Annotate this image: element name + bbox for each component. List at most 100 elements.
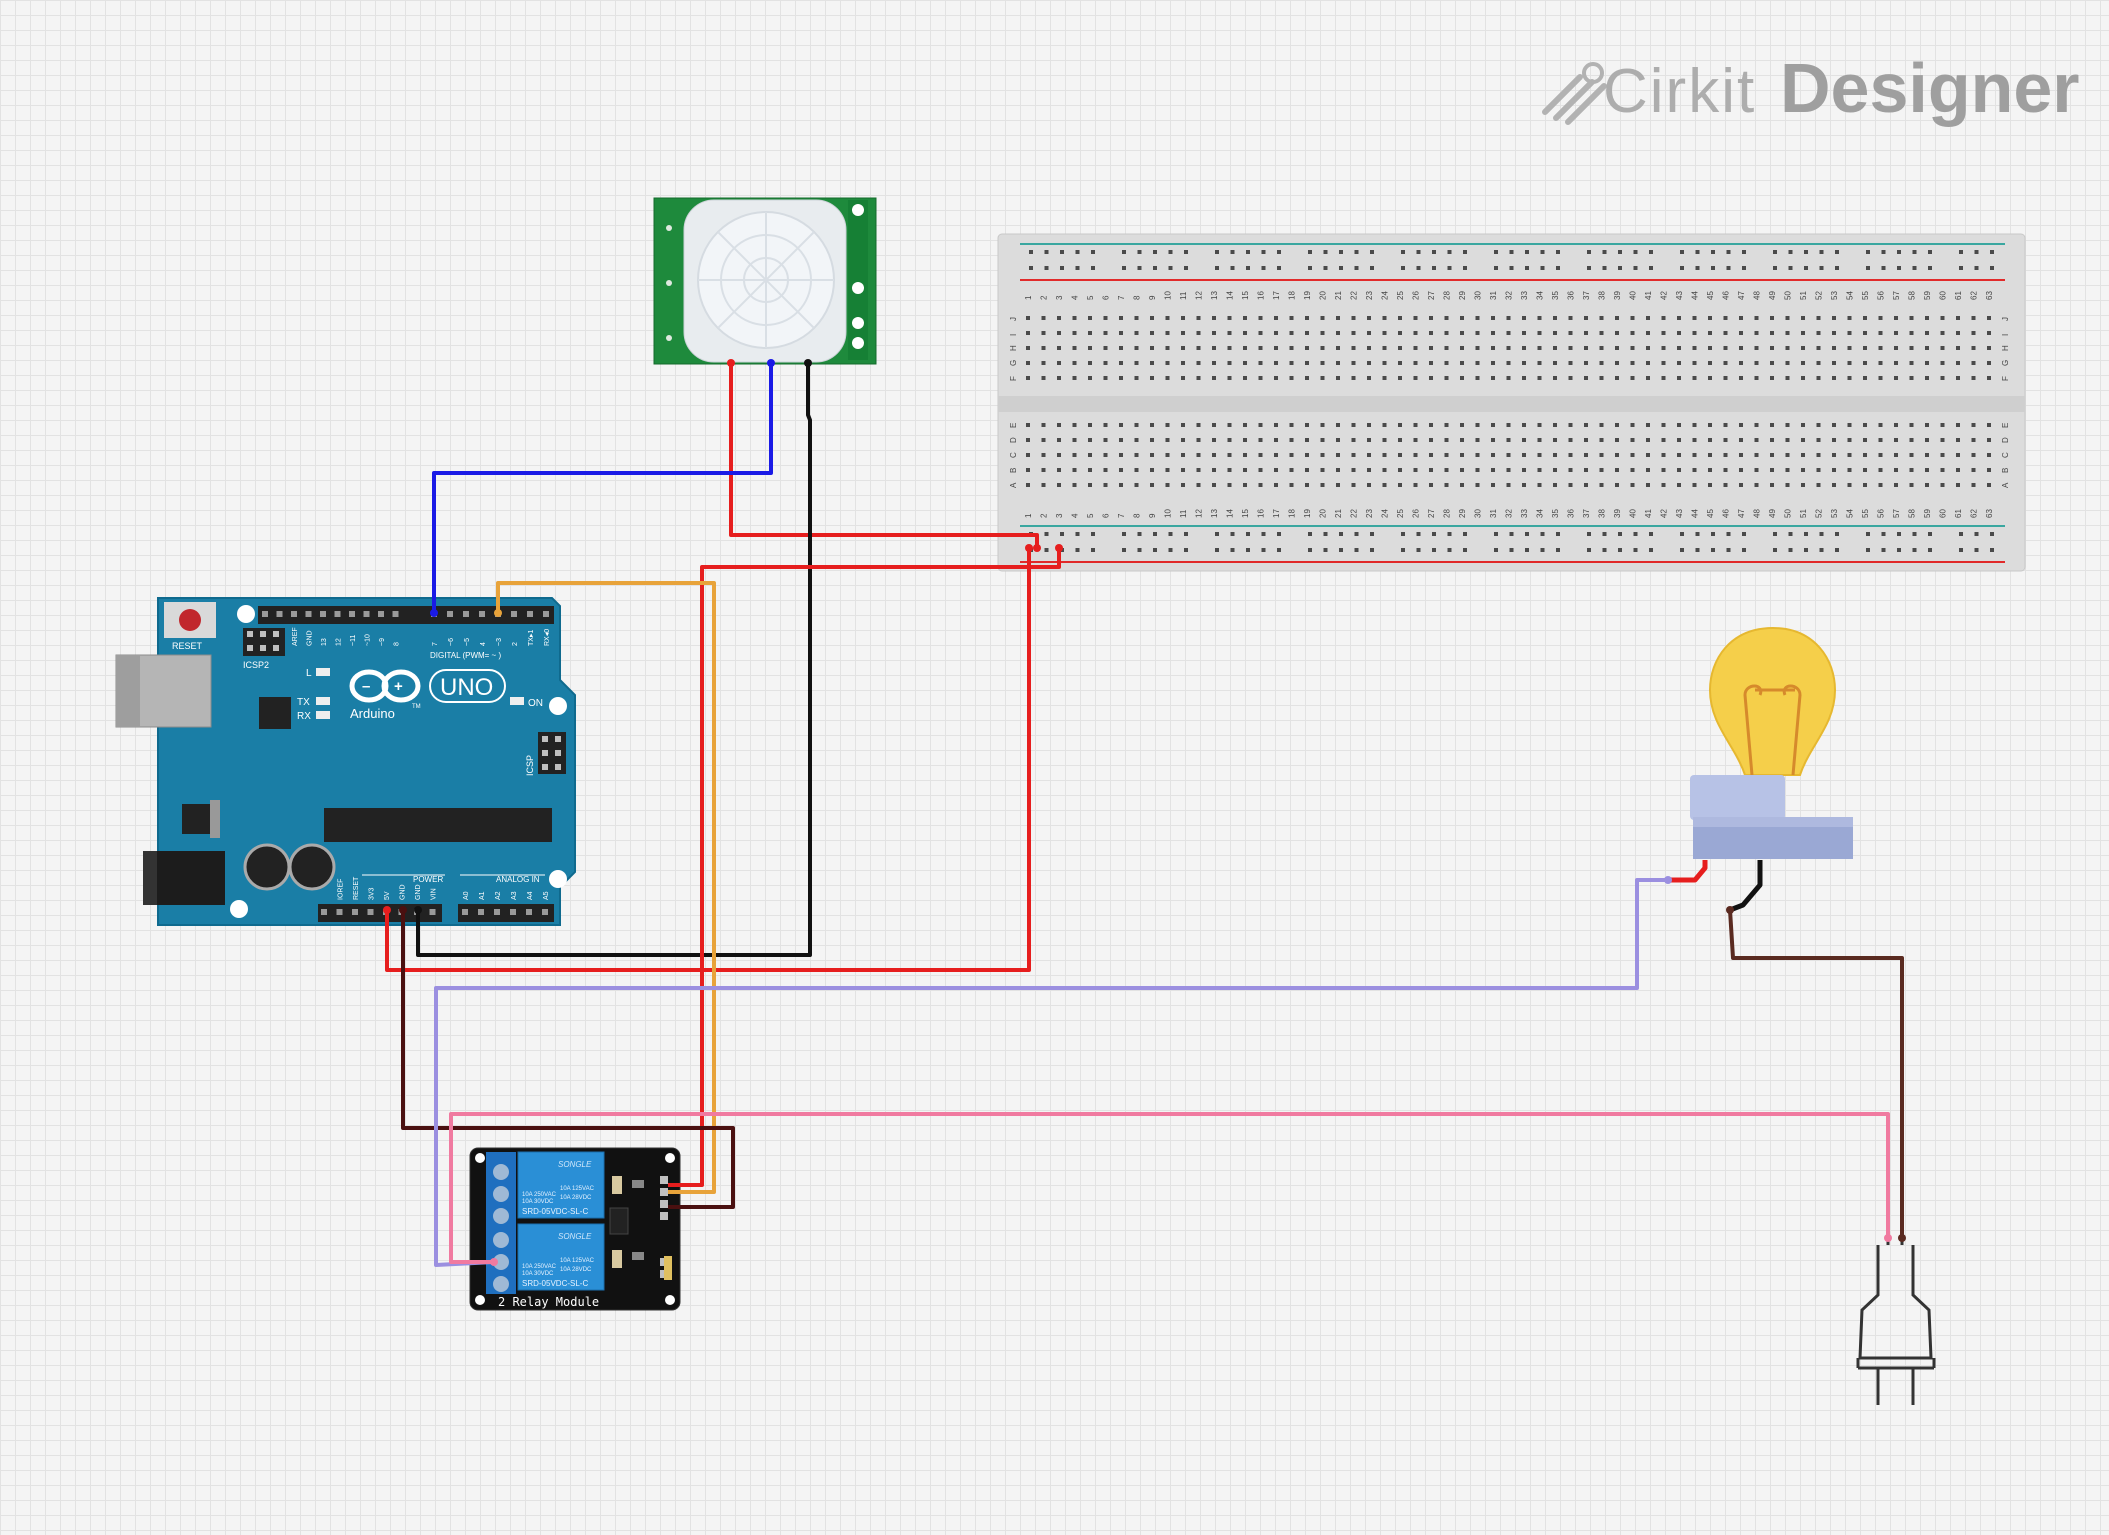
breadboard-hole[interactable] — [1754, 316, 1759, 320]
rail-hole[interactable] — [1959, 532, 1963, 536]
breadboard-hole[interactable] — [1847, 423, 1852, 427]
breadboard-hole[interactable] — [1429, 453, 1433, 457]
breadboard-hole[interactable] — [1196, 438, 1201, 442]
breadboard-hole[interactable] — [1243, 483, 1247, 487]
wire-relay-bulb[interactable] — [434, 878, 1668, 1267]
breadboard-hole[interactable] — [1646, 361, 1650, 365]
breadboard-hole[interactable] — [1165, 453, 1170, 457]
breadboard-hole[interactable] — [1692, 438, 1697, 442]
breadboard-hole[interactable] — [1506, 468, 1511, 472]
breadboard-hole[interactable] — [1320, 331, 1325, 335]
rail-hole[interactable] — [1091, 266, 1095, 270]
rail-hole[interactable] — [1556, 266, 1560, 270]
breadboard-hole[interactable] — [1878, 453, 1883, 457]
rail-hole[interactable] — [1370, 532, 1374, 536]
breadboard-hole[interactable] — [1568, 468, 1573, 472]
relay-module[interactable]: SONGLE 10A 250VAC 10A 125VAC 10A 30VDC 1… — [469, 1147, 681, 1311]
breadboard-hole[interactable] — [1320, 361, 1325, 365]
breadboard-hole[interactable] — [1584, 483, 1588, 487]
breadboard-hole[interactable] — [1816, 453, 1821, 457]
breadboard-hole[interactable] — [1320, 423, 1325, 427]
breadboard-hole[interactable] — [1801, 376, 1805, 380]
breadboard-hole[interactable] — [1568, 423, 1573, 427]
rail-hole[interactable] — [1153, 532, 1157, 536]
breadboard-hole[interactable] — [1785, 346, 1790, 350]
rail-hole[interactable] — [1773, 266, 1777, 270]
breadboard-hole[interactable] — [1661, 438, 1666, 442]
breadboard-hole[interactable] — [1041, 468, 1046, 472]
breadboard-hole[interactable] — [1351, 346, 1356, 350]
rail-hole[interactable] — [1261, 532, 1266, 536]
rail-hole[interactable] — [1525, 532, 1529, 536]
ac-power-plug[interactable] — [1856, 1245, 1936, 1405]
breadboard-hole[interactable] — [1444, 331, 1449, 335]
rail-hole[interactable] — [1912, 532, 1917, 536]
header-pin[interactable] — [352, 909, 358, 915]
rail-hole[interactable] — [1029, 266, 1033, 270]
rail-hole[interactable] — [1230, 532, 1235, 536]
breadboard-hole[interactable] — [1491, 468, 1495, 472]
breadboard-hole[interactable] — [1072, 423, 1077, 427]
breadboard-hole[interactable] — [1847, 361, 1852, 365]
breadboard-hole[interactable] — [1382, 316, 1387, 320]
header-pin[interactable] — [462, 909, 468, 915]
breadboard-hole[interactable] — [1460, 483, 1464, 487]
breadboard-hole[interactable] — [1289, 316, 1294, 320]
breadboard-hole[interactable] — [1847, 438, 1852, 442]
breadboard-hole[interactable] — [1413, 316, 1418, 320]
rail-hole[interactable] — [1029, 250, 1033, 254]
breadboard-hole[interactable] — [1212, 361, 1216, 365]
breadboard-hole[interactable] — [1863, 376, 1867, 380]
breadboard-hole[interactable] — [1599, 468, 1604, 472]
breadboard-hole[interactable] — [1894, 468, 1898, 472]
rail-hole[interactable] — [1463, 532, 1467, 536]
rail-hole[interactable] — [1401, 548, 1405, 552]
breadboard-hole[interactable] — [1165, 346, 1170, 350]
breadboard-hole[interactable] — [1134, 361, 1139, 365]
breadboard-hole[interactable] — [1041, 423, 1046, 427]
rail-hole[interactable] — [1897, 532, 1901, 536]
breadboard-hole[interactable] — [1243, 331, 1247, 335]
breadboard-hole[interactable] — [1072, 376, 1077, 380]
breadboard-hole[interactable] — [1103, 468, 1108, 472]
breadboard-hole[interactable] — [1553, 331, 1557, 335]
breadboard-hole[interactable] — [1103, 316, 1108, 320]
breadboard-hole[interactable] — [1274, 453, 1278, 457]
breadboard-hole[interactable] — [1041, 316, 1046, 320]
breadboard-hole[interactable] — [1336, 423, 1340, 427]
breadboard-hole[interactable] — [1444, 361, 1449, 365]
rail-hole[interactable] — [1928, 548, 1932, 552]
breadboard-hole[interactable] — [1103, 423, 1108, 427]
breadboard-hole[interactable] — [1754, 346, 1759, 350]
rail-hole[interactable] — [1835, 250, 1839, 254]
wire-relay-plug[interactable] — [449, 1112, 1890, 1264]
breadboard-hole[interactable] — [1289, 361, 1294, 365]
breadboard-hole[interactable] — [1832, 331, 1836, 335]
breadboard-hole[interactable] — [1739, 438, 1743, 442]
breadboard-hole[interactable] — [1739, 423, 1743, 427]
rail-hole[interactable] — [1773, 548, 1777, 552]
breadboard-hole[interactable] — [1444, 316, 1449, 320]
rail-hole[interactable] — [1649, 266, 1653, 270]
rail-hole[interactable] — [1432, 250, 1436, 254]
breadboard-hole[interactable] — [1568, 376, 1573, 380]
breadboard-hole[interactable] — [1196, 423, 1201, 427]
rail-hole[interactable] — [1122, 266, 1126, 270]
breadboard-hole[interactable] — [1305, 331, 1309, 335]
breadboard-hole[interactable] — [1987, 423, 1991, 427]
breadboard-hole[interactable] — [1878, 361, 1883, 365]
breadboard-hole[interactable] — [1878, 331, 1883, 335]
breadboard-hole[interactable] — [1165, 438, 1170, 442]
breadboard-hole[interactable] — [1320, 438, 1325, 442]
rail-hole[interactable] — [1044, 266, 1049, 270]
rail-hole[interactable] — [1308, 548, 1312, 552]
breadboard-hole[interactable] — [1072, 346, 1077, 350]
breadboard-hole[interactable] — [1723, 376, 1728, 380]
digital-header[interactable] — [258, 606, 554, 624]
rail-hole[interactable] — [1494, 548, 1498, 552]
rail-hole[interactable] — [1897, 250, 1901, 254]
breadboard-hole[interactable] — [1971, 453, 1976, 457]
breadboard-hole[interactable] — [1568, 453, 1573, 457]
breadboard-hole[interactable] — [1692, 423, 1697, 427]
breadboard-hole[interactable] — [1227, 361, 1232, 365]
